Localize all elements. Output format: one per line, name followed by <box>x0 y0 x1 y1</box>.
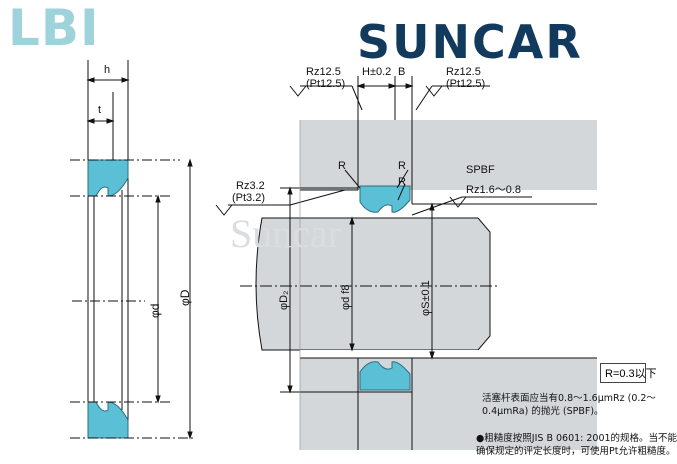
label-S: φS±0.1 <box>420 280 432 316</box>
pt-top-left: (Pt12.5) <box>306 78 346 90</box>
seal-in-groove-top <box>359 185 411 213</box>
rz-top-right: Rz12.5 <box>446 66 481 78</box>
spbf-label: SPBF <box>466 164 495 176</box>
label-d-f8: φd f8 <box>340 284 352 310</box>
label-h: h <box>104 64 111 76</box>
radius-note-box: R=0.3以下 <box>600 363 657 383</box>
seal-profile-bottom <box>87 401 129 439</box>
housing-upper <box>300 120 597 210</box>
note-line-4: 确保规定的评定长度时，可使用Pt允许粗糙度。 <box>476 446 676 457</box>
label-D-value: D <box>178 289 192 299</box>
label-t: t <box>98 104 102 116</box>
label-d: φd <box>148 303 162 318</box>
seal-in-groove-bottom <box>359 361 411 391</box>
label-D: φD <box>178 289 192 306</box>
radius-label-3: R <box>398 176 406 188</box>
rz-top-left: Rz12.5 <box>306 66 341 78</box>
suncar-logo: SUNCAR <box>357 15 583 69</box>
pt-left: (Pt3.2) <box>232 192 266 204</box>
note-line-1: 活塞杆表面应当有0.8～1.6μmRz (0.2～ <box>482 393 656 404</box>
note-line-3: ●粗糙度按照JIS B 0601: 2001的规格。当不能 <box>476 433 677 444</box>
label-d-value: d <box>148 303 162 311</box>
radius-label-2: R <box>398 160 406 172</box>
note-line-2: 0.4μmRa) 的抛光 (SPBF)。 <box>482 406 604 417</box>
seal-drawing-page: LBI SUNCAR Suncar h t φd φD Rz12.5 (Pt12… <box>8 0 677 457</box>
lbi-logo: LBI <box>8 0 100 57</box>
seal-side-view <box>70 60 196 440</box>
label-B: B <box>398 66 406 78</box>
label-D2: φD₂ <box>278 290 290 310</box>
rz-spbf: Rz1.6～0.8 <box>466 184 522 196</box>
seal-profile-top <box>87 159 129 197</box>
radius-label-1: R <box>338 160 346 172</box>
pt-top-right: (Pt12.5) <box>446 78 486 90</box>
rz-left: Rz3.2 <box>236 180 265 192</box>
label-H: H±0.2 <box>362 66 392 78</box>
watermark: Suncar <box>230 211 342 256</box>
right-dimensions <box>215 76 532 450</box>
technical-drawing <box>70 60 597 450</box>
